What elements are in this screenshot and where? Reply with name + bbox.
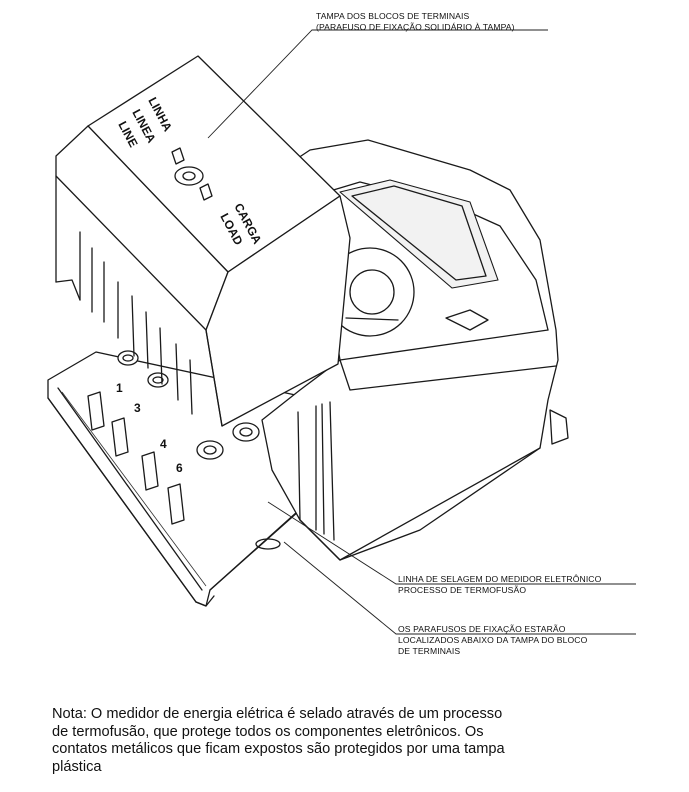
terminal-cover <box>55 55 351 427</box>
terminal-number: 4 <box>160 437 167 451</box>
terminal-number: 3 <box>134 401 141 415</box>
callout-line: LINHA DE SELAGEM DO MEDIDOR ELETRÔNICO <box>398 574 602 584</box>
note-text: Nota: O medidor de energia elétrica é se… <box>52 706 612 776</box>
terminal-screw <box>232 422 260 442</box>
leader-cover <box>207 29 548 139</box>
terminal-numbers: 1 3 4 6 <box>116 381 183 475</box>
note-line: contatos metálicos que ficam expostos sã… <box>52 741 505 757</box>
leader-seal <box>267 501 636 585</box>
note-line: Nota: O medidor de energia elétrica é se… <box>52 706 503 722</box>
terminal-number: 1 <box>116 381 123 395</box>
leader-lines <box>207 29 636 635</box>
terminal-screw <box>196 440 224 460</box>
callout-line: PROCESSO DE TERMOFUSÃO <box>398 585 527 595</box>
terminal-screws <box>117 350 260 460</box>
note-line: de termofusão, que protege todos os comp… <box>52 723 484 740</box>
callout-seal-line: LINHA DE SELAGEM DO MEDIDOR ELETRÔNICO P… <box>398 574 601 596</box>
callout-line: OS PARAFUSOS DE FIXAÇÃO ESTARÃO <box>398 624 566 634</box>
meter-body <box>255 139 569 561</box>
callout-line: DE TERMINAIS <box>398 646 461 656</box>
callout-line: (PARAFUSO DE FIXAÇÃO SOLIDÁRIO À TAMPA) <box>316 22 515 32</box>
leader-screws <box>283 541 636 635</box>
callout-fixing-screws: OS PARAFUSOS DE FIXAÇÃO ESTARÃO LOCALIZA… <box>398 624 587 657</box>
terminal-number: 6 <box>176 461 183 475</box>
connector-clips <box>87 391 185 525</box>
note-line: plástica <box>52 758 102 775</box>
terminal-screw <box>147 372 169 388</box>
callout-terminal-cover: TAMPA DOS BLOCOS DE TERMINAIS (PARAFUSO … <box>316 11 515 33</box>
callout-line: LOCALIZADOS ABAIXO DA TAMPA DO BLOCO <box>398 635 588 645</box>
callout-line: TAMPA DOS BLOCOS DE TERMINAIS <box>316 11 470 21</box>
terminal-screw <box>117 350 139 366</box>
meter-drawing: 1 3 4 6 LINHA LINEA LINE CA <box>47 29 636 635</box>
